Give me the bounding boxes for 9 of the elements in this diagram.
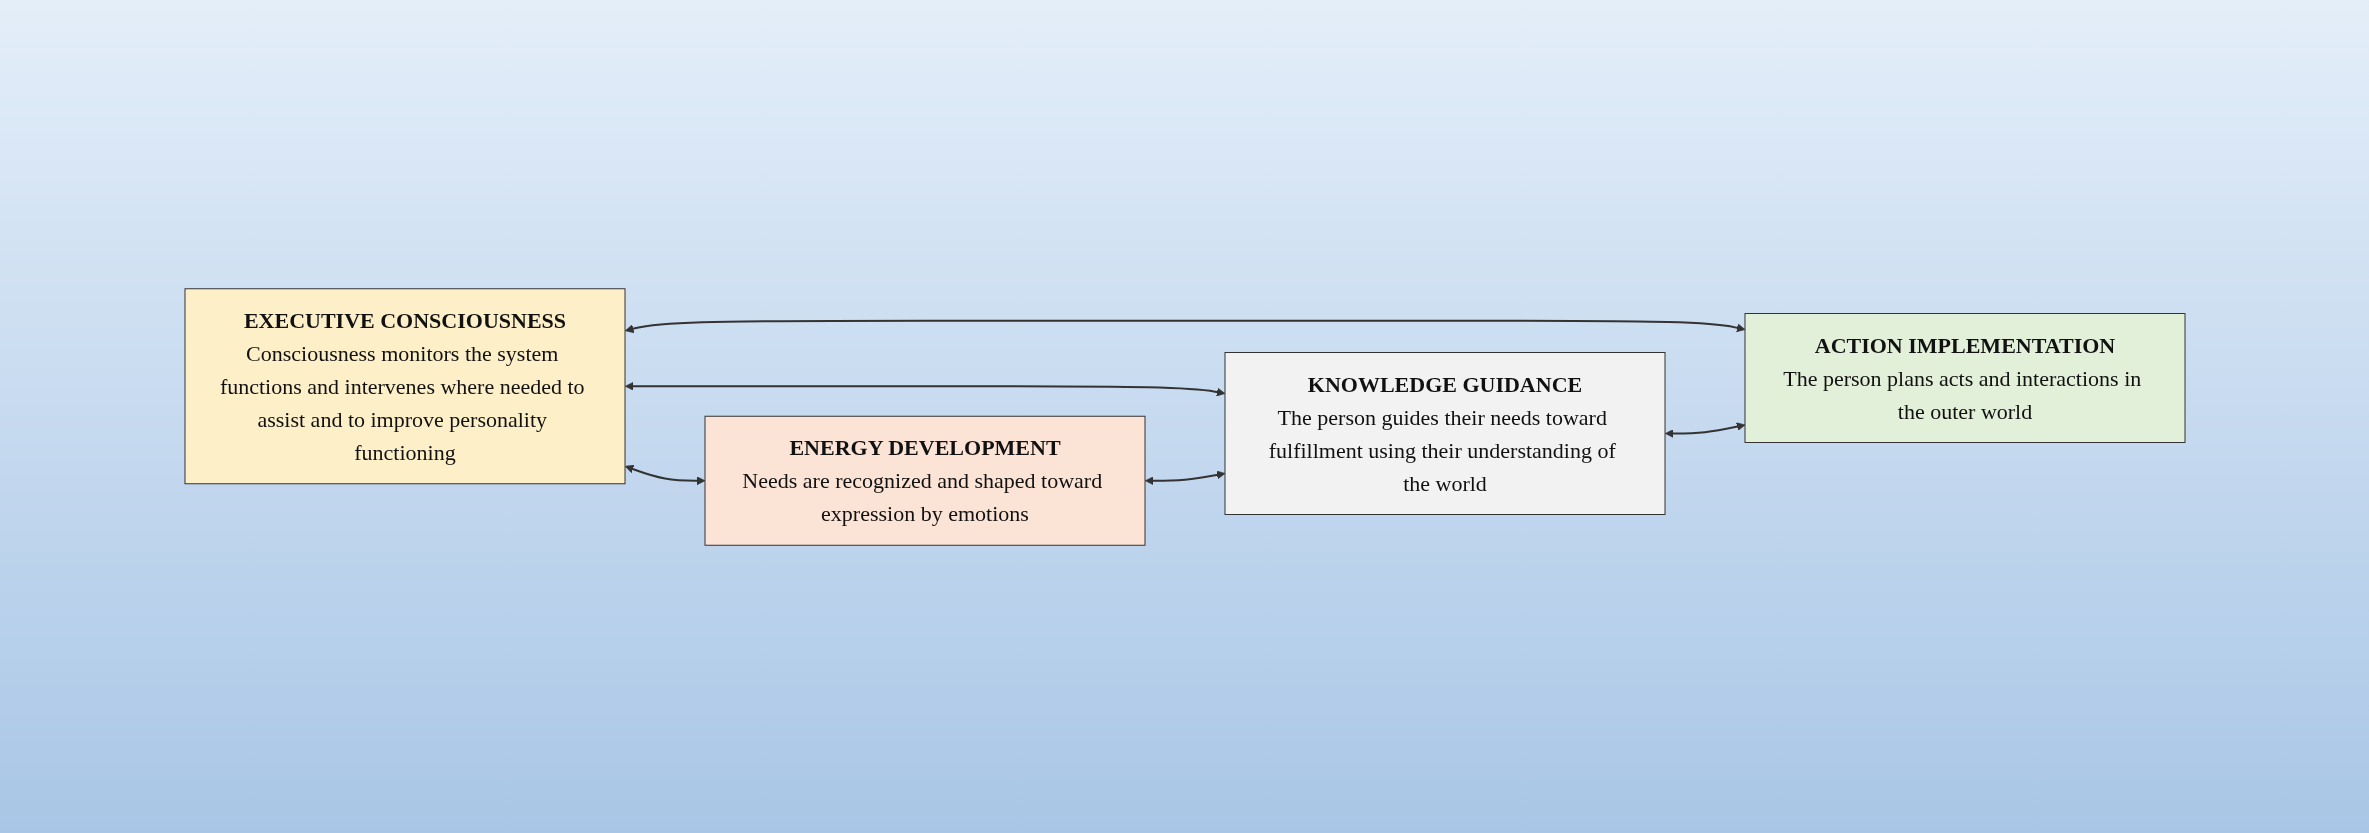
arrow <box>624 464 705 485</box>
node-box: ACTION IMPLEMENTATION The person plans acts and interactions in the outer world <box>1744 312 2185 443</box>
arrow <box>1144 470 1225 485</box>
arrow <box>1664 421 1745 438</box>
node-box: ENERGY DEVELOPMENT Needs are recognized and shaped toward expression by emotions <box>704 415 1145 546</box>
node-box: EXECUTIVE CONSCIOUSNESS Consciousness monitors the system functions and intervenes where needed to assist and to improve personality functioning <box>184 287 625 484</box>
node-box: KNOWLEDGE GUIDANCE The person guides their needs toward fulfillment using their understanding of the world <box>1224 351 1665 515</box>
arrow <box>624 319 1745 333</box>
arrow <box>624 381 1225 396</box>
